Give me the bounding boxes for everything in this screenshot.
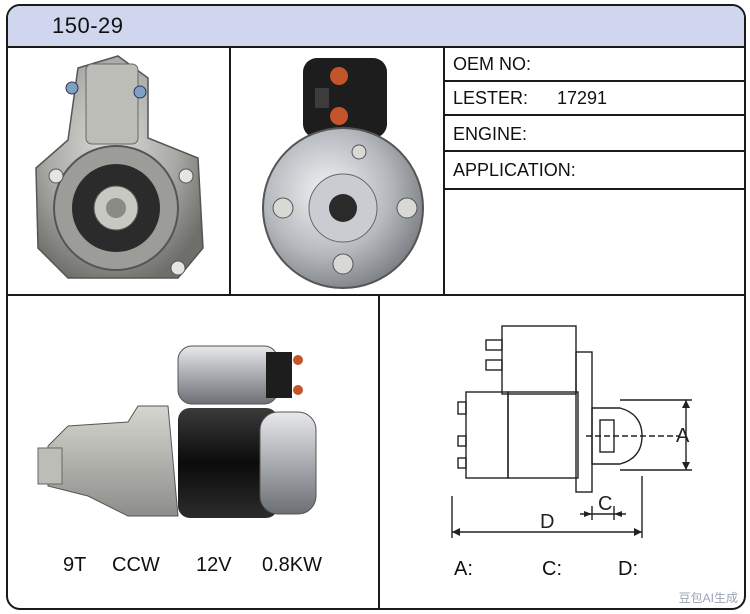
drawing-label-d: D	[540, 511, 554, 533]
dimension-drawing: A C D	[451, 325, 692, 538]
drawing-label-a: A	[676, 425, 690, 447]
divider-bottom	[378, 294, 380, 608]
spec-row-engine: ENGINE:	[445, 118, 744, 152]
spec-voltage: 12V	[196, 554, 232, 576]
spec-row-divider-2	[443, 114, 744, 116]
spec-row-lester: LESTER: 17291	[445, 82, 744, 116]
product-spec-card: 150-29 OEM NO: LESTER: 17291 ENGINE: APP…	[6, 4, 746, 610]
dimension-d-label: D:	[618, 558, 638, 580]
divider-top-2	[443, 46, 445, 294]
spec-label-lester: LESTER:	[453, 88, 529, 108]
starter-rear-photo	[262, 58, 424, 289]
spec-label-engine: ENGINE:	[453, 124, 528, 144]
divider-middle	[8, 294, 744, 296]
spec-label-oem: OEM NO:	[453, 54, 532, 74]
drawing-label-c: C	[598, 493, 612, 515]
spec-value-lester: 17291	[557, 88, 608, 108]
watermark-text: 豆包AI生成	[678, 591, 738, 605]
spec-teeth: 9T	[63, 554, 87, 576]
header-bar: 150-29	[8, 6, 744, 48]
starter-side-photo	[37, 345, 317, 518]
divider-top-1	[229, 46, 231, 294]
spec-rotation: CCW	[112, 554, 160, 576]
spec-label-application: APPLICATION:	[453, 160, 576, 180]
spec-power: 0.8KW	[262, 554, 323, 576]
electrical-specs: 9T CCW 12V 0.8KW	[8, 554, 378, 584]
spec-row-divider-3	[443, 150, 744, 152]
dimension-a-label: A:	[454, 558, 473, 580]
dimension-c-label: C:	[542, 558, 562, 580]
spec-row-divider-1	[443, 80, 744, 82]
starter-front-photo	[35, 55, 204, 279]
spec-row-divider-4	[443, 188, 744, 190]
part-number-title: 150-29	[52, 13, 124, 38]
spec-row-application: APPLICATION:	[445, 154, 744, 188]
spec-row-oem: OEM NO:	[445, 48, 744, 82]
